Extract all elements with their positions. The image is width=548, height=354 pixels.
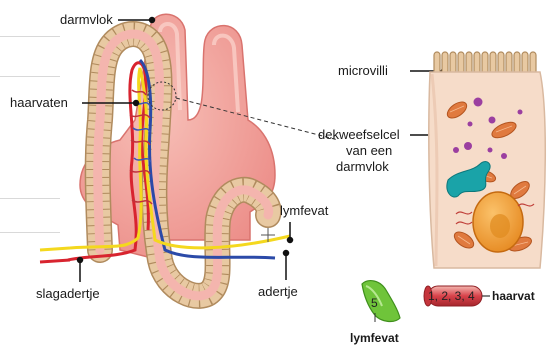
label-dekweefselcel-line3: darmvlok	[336, 159, 389, 174]
legend-haarvat-numbers: 1, 2, 3, 4	[428, 289, 475, 303]
label-dekweefselcel-line2: van een	[346, 143, 392, 158]
label-haarvaten: haarvaten	[10, 95, 68, 110]
legend-haarvat-label: haarvat	[492, 289, 535, 304]
label-adertje: adertje	[258, 284, 298, 299]
legend-lymfevat-shape	[362, 281, 400, 322]
epithelial-cell	[429, 52, 545, 268]
legend-lymfevat-number: 5	[371, 296, 378, 310]
label-darmvlok: darmvlok	[60, 12, 113, 27]
label-microvilli: microvilli	[338, 63, 388, 78]
label-lymfevat: lymfevat	[280, 203, 328, 218]
label-dekweefselcel-line1: dekweefselcel	[318, 127, 400, 142]
legend-lymfevat-label: lymfevat	[350, 331, 399, 346]
label-slagadertje: slagadertje	[36, 286, 100, 301]
